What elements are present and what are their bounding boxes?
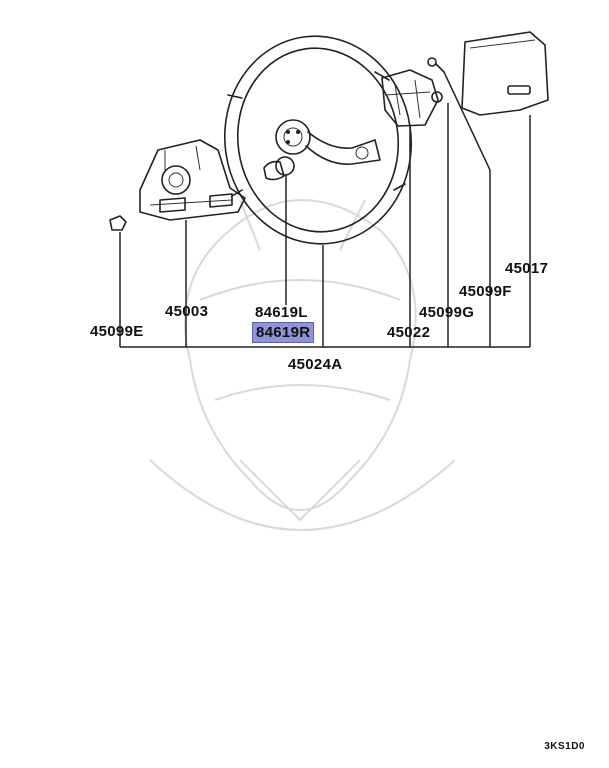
label-84619R[interactable]: 84619R	[252, 322, 315, 343]
label-45003[interactable]: 45003	[165, 303, 209, 320]
horn-pad-45017	[461, 31, 549, 116]
label-45099F[interactable]: 45099F	[459, 283, 512, 300]
bolt-45099E	[109, 215, 127, 231]
label-45022[interactable]: 45022	[387, 324, 431, 341]
diagram-code: 3KS1D0	[544, 741, 585, 752]
label-84619L[interactable]: 84619L	[255, 304, 308, 321]
screw-45099F	[427, 57, 445, 73]
label-45017[interactable]: 45017	[505, 260, 549, 277]
steering-wheel	[223, 35, 413, 245]
leader-lines	[119, 71, 531, 348]
label-45099E[interactable]: 45099E	[90, 323, 144, 340]
label-45024A[interactable]: 45024A	[288, 356, 343, 373]
column-cover-45003	[139, 139, 246, 221]
label-45099G[interactable]: 45099G	[419, 304, 475, 321]
bracket-45022	[381, 69, 443, 127]
